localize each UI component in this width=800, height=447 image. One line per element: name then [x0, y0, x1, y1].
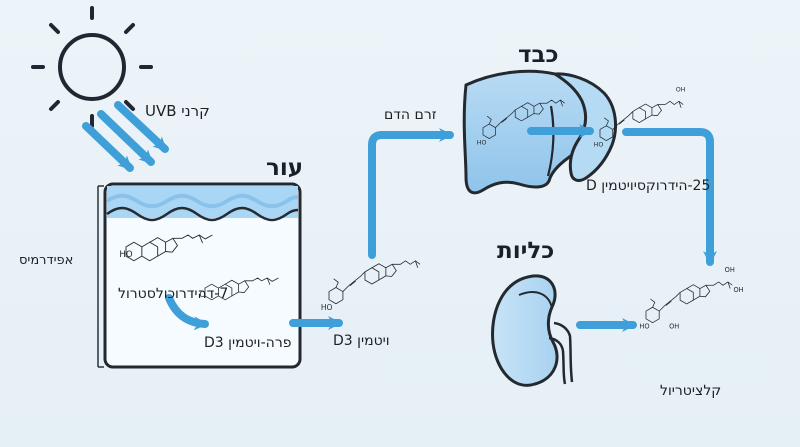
svg-text:HO: HO [321, 303, 333, 312]
skin-box [97, 182, 302, 369]
skin-label: עור [266, 155, 304, 181]
calcitriol-label: קלציטריול [660, 383, 722, 399]
conversion-arrow-icon [165, 294, 209, 331]
svg-text:O: O [199, 290, 205, 299]
vitamin-d3-label: ויטמין D3 [333, 333, 390, 349]
uvb-ray-arrows [82, 101, 169, 172]
kidneys-label: כליות [497, 238, 555, 264]
bloodstream-arrow-icon [368, 128, 454, 259]
sun-icon [31, 6, 153, 128]
dehydrocholesterol-label: 7-דהידרוכולסטרול [118, 286, 229, 302]
vitamin-d3-structure: HO [321, 260, 421, 312]
hydroxyvitamin-label: 25-הידרוקסיויטמין D [586, 178, 711, 194]
previtamin-label: פרה-ויטמין D3 [204, 335, 292, 351]
svg-text:OH: OH [725, 266, 735, 274]
svg-text:OH: OH [733, 286, 743, 294]
svg-text:HO: HO [119, 250, 132, 260]
previtamin-structure: O [199, 277, 279, 301]
liver-vitamin-structure: HO [477, 99, 566, 146]
svg-text:HO: HO [639, 323, 649, 331]
dehydrocholesterol-structure: HO [119, 234, 213, 262]
svg-text:OH: OH [669, 323, 679, 331]
liver-to-calcitriol-arrow-icon [622, 128, 717, 266]
hydroxyvitamin-structure: HO OH [594, 86, 686, 148]
epidermis-label: אפידרמיס [19, 253, 74, 268]
uvb-label: קרני UVB [145, 102, 210, 120]
svg-text:HO: HO [594, 141, 604, 148]
svg-text:HO: HO [477, 139, 487, 146]
calcitriol-structure: HO OH OH OH [639, 266, 743, 331]
bloodstream-label: זרם הדם [384, 107, 437, 123]
liver-label: כבד [518, 42, 559, 68]
svg-text:OH: OH [676, 86, 686, 93]
kidney-icon [491, 274, 574, 387]
